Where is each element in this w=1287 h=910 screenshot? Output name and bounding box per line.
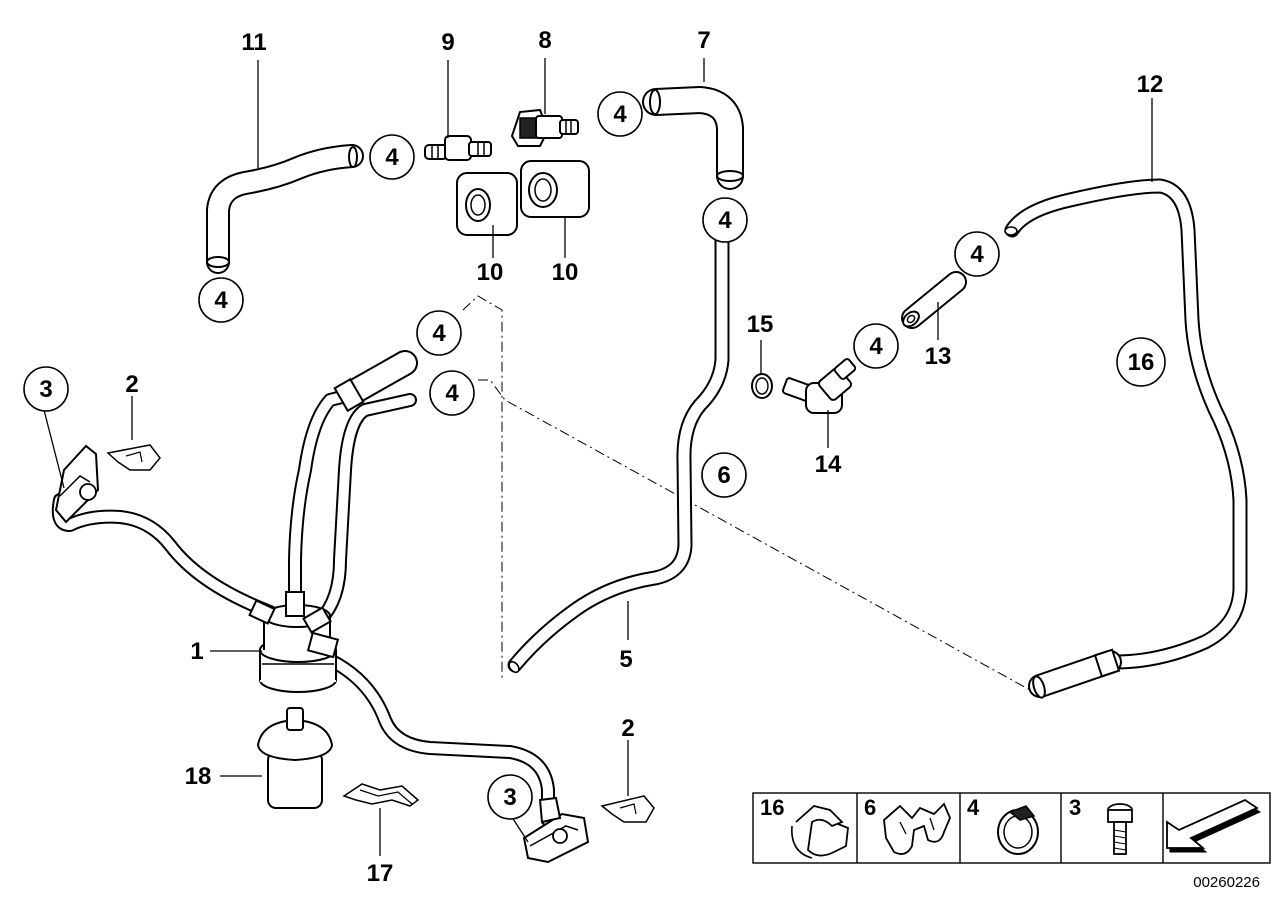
circled-3-bottom: 3: [487, 774, 533, 820]
valve-1: [248, 591, 340, 693]
legend-label-3: 3: [1069, 795, 1081, 820]
callout-18: 18: [185, 763, 212, 790]
svg-text:4: 4: [613, 101, 627, 128]
svg-text:4: 4: [869, 333, 883, 360]
hose-11: [206, 144, 364, 274]
circled-4-bottom-left: 4: [198, 277, 244, 323]
hose-clamp-4-icon: [997, 805, 1039, 855]
callout-labels: 11 9 8 7 12 10 10 15 13 14 2 2 1 5 18 17: [125, 27, 1163, 887]
leader-lines: [43, 58, 1153, 856]
svg-text:16: 16: [1128, 349, 1155, 376]
svg-text:3: 3: [39, 376, 52, 403]
screw-3-icon: [1107, 803, 1133, 855]
circled-4-top-left: 4: [369, 134, 415, 180]
callout-12: 12: [1137, 71, 1164, 98]
svg-text:4: 4: [970, 241, 984, 268]
circled-4-right-of-8: 4: [597, 91, 643, 137]
reference-lines: [462, 295, 1031, 691]
circled-4-right-upper: 4: [954, 231, 1000, 277]
spring-clip-17: [342, 783, 420, 807]
svg-text:4: 4: [445, 380, 459, 407]
svg-text:4: 4: [385, 144, 399, 171]
hose-12: [1004, 178, 1248, 699]
circled-callouts: 4 4 4 4 4 4 4 4 3 3 6 16: [23, 91, 1166, 820]
clip-2-upper: [106, 444, 161, 471]
direction-arrow-icon: [1166, 798, 1262, 853]
callout-1: 1: [190, 638, 203, 665]
callout-2-lower: 2: [621, 715, 634, 742]
svg-text:4: 4: [718, 207, 732, 234]
bracket-3-left: [54, 444, 100, 524]
bracket-3-bottom: [522, 796, 590, 864]
grommet-10-left: [456, 172, 518, 236]
svg-text:6: 6: [717, 462, 730, 489]
callout-13: 13: [925, 343, 952, 370]
callout-11: 11: [241, 29, 266, 56]
clip-2-lower: [600, 795, 655, 823]
circled-3-left: 3: [23, 366, 69, 412]
legend-label-4: 4: [967, 795, 980, 820]
diagram-code: 00260226: [1193, 874, 1260, 891]
hose-13: [901, 271, 967, 329]
hose-7: [642, 86, 744, 190]
circled-4-right-lower: 4: [853, 323, 899, 369]
legend-label-16: 16: [760, 795, 784, 820]
circled-4-below-7: 4: [702, 197, 748, 243]
svg-text:3: 3: [503, 784, 516, 811]
connector-14: [782, 358, 857, 414]
callout-14: 14: [815, 451, 842, 478]
svg-text:4: 4: [214, 287, 228, 314]
callout-7: 7: [697, 27, 710, 54]
callout-2-upper: 2: [125, 371, 138, 398]
callout-10-left: 10: [477, 259, 504, 286]
damper-18: [256, 707, 334, 809]
callout-9: 9: [441, 29, 454, 56]
grommet-10-right: [520, 160, 590, 218]
circled-6: 6: [701, 452, 747, 498]
callout-8: 8: [538, 27, 551, 54]
valve-8: [510, 108, 579, 147]
hose-clip-16-icon: [791, 805, 849, 859]
legend-table: 16 6 4 3: [752, 792, 1271, 864]
callout-15: 15: [747, 311, 774, 338]
svg-text:4: 4: [432, 320, 446, 347]
callout-17: 17: [367, 860, 394, 887]
legend-label-6: 6: [864, 795, 876, 820]
circled-4-center-upper: 4: [416, 310, 462, 356]
o-ring-15: [751, 373, 773, 399]
hoses-around-valve-1: [51, 350, 555, 827]
callout-10-right: 10: [552, 259, 579, 286]
double-clip-6-icon: [883, 802, 951, 855]
callout-5: 5: [619, 646, 632, 673]
circled-16: 16: [1116, 337, 1166, 387]
circled-4-center-lower: 4: [429, 370, 475, 416]
valve-9: [424, 135, 492, 161]
hose-5: [507, 222, 730, 674]
